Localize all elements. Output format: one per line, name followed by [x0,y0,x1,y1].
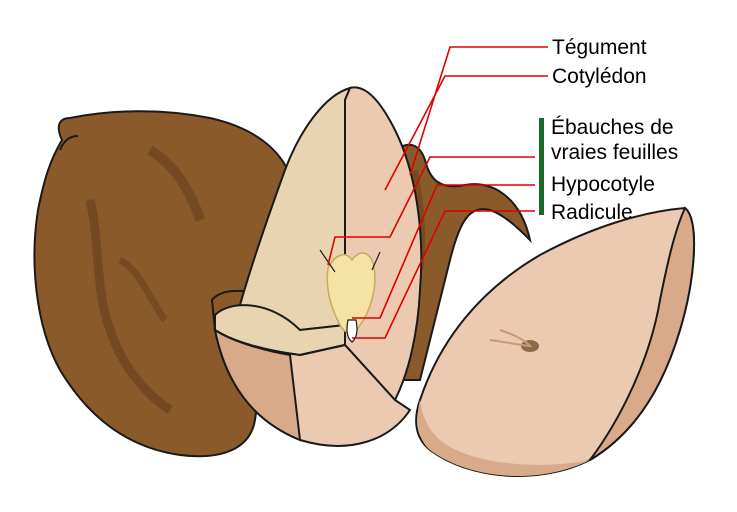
embryo-bracket [539,118,544,215]
radicule-label: Radicule [551,201,633,224]
ebauches-label-line2: vraies feuilles [551,141,679,164]
embryo [319,249,381,343]
hypocotyle-pointer [352,184,535,319]
tegument-label: Tégument [552,36,647,59]
ebauches-label-line1: Ébauches de [551,116,674,139]
radicule-pointer [352,210,535,339]
cotyledon-label: Cotylédon [552,65,647,88]
hypocotyle-label: Hypocotyle [551,173,655,196]
cotyledon-pointer [384,75,548,191]
seed-base [213,327,412,447]
tegument-pointer [409,46,548,176]
halved-seed [415,206,696,478]
ebauches-pointer [327,156,535,266]
pointer-lines [327,46,548,339]
cotyledon-right [344,86,423,402]
